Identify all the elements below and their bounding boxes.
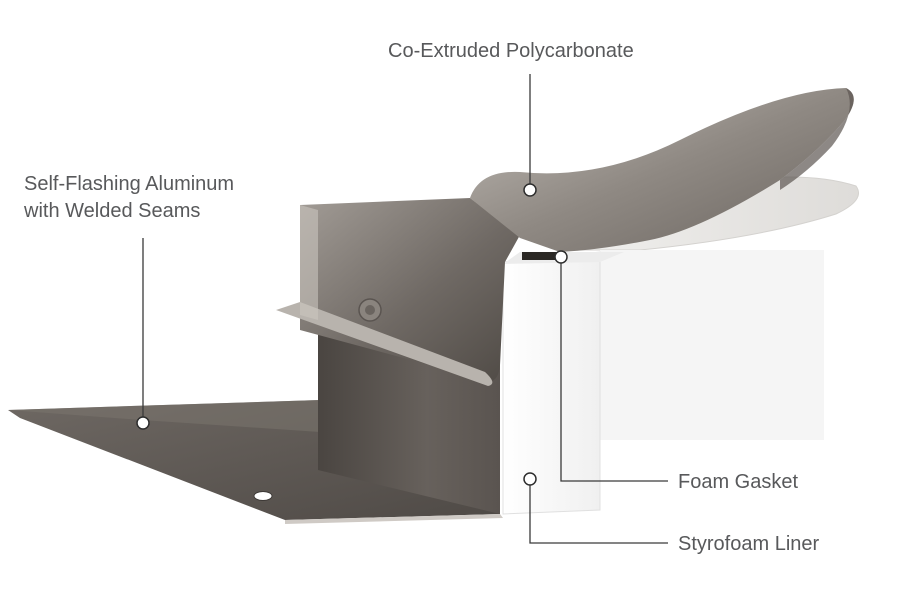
label-aluminum-line1: Self-Flashing Aluminum — [24, 173, 235, 195]
label-styrofoam-liner: Styrofoam Liner — [678, 533, 820, 555]
label-aluminum: Self-Flashing Aluminum with Welded Seams — [24, 171, 234, 225]
leader-styrofoam-liner — [529, 479, 668, 544]
leader-dots — [136, 183, 568, 486]
dot-polycarbonate — [523, 183, 537, 197]
foam-gasket-shape — [522, 252, 566, 260]
label-polycarbonate: Co-Extruded Polycarbonate — [388, 40, 634, 62]
styrofoam-liner-shape — [502, 250, 824, 515]
leader-lines — [142, 74, 668, 544]
dot-foam-gasket — [554, 250, 568, 264]
leader-foam-gasket — [560, 257, 668, 482]
label-aluminum-line2: with Welded Seams — [24, 200, 201, 222]
aluminum-frame — [276, 198, 520, 386]
dot-styrofoam-liner — [523, 472, 537, 486]
dot-aluminum — [136, 416, 150, 430]
label-foam-gasket: Foam Gasket — [678, 471, 799, 493]
polycarbonate-dome — [470, 88, 854, 252]
